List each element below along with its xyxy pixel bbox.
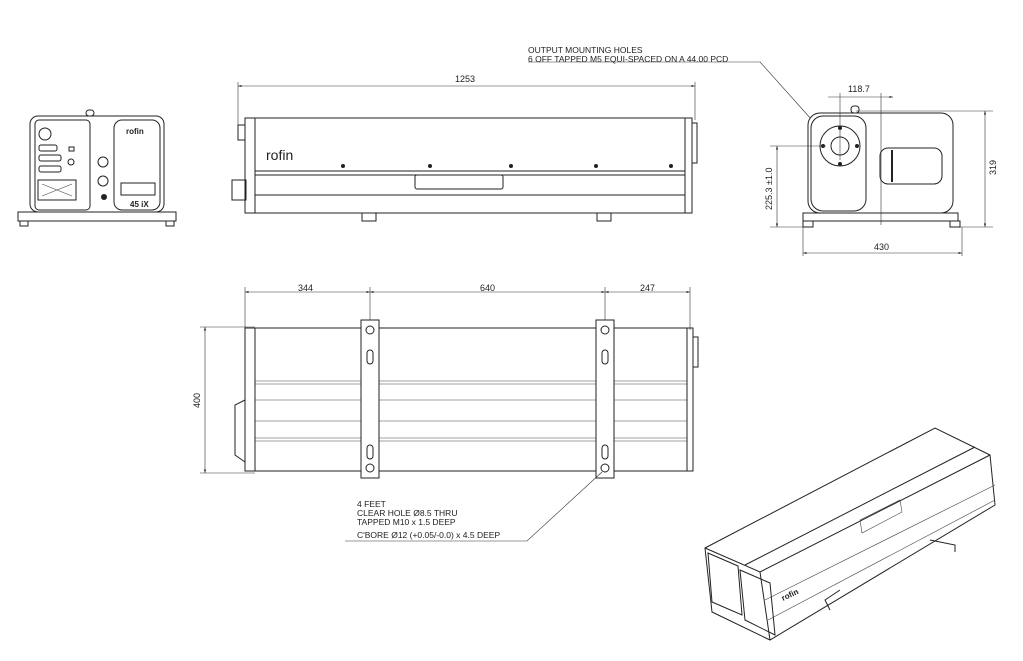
dim-344: 344: [298, 283, 313, 293]
side-brand-logo: rofin: [266, 147, 293, 163]
laser-body: [254, 117, 686, 214]
top-body: [254, 327, 688, 472]
output-note-line1: OUTPUT MOUNTING HOLES: [528, 45, 643, 55]
feet-note-line3: TAPPED M10 x 1.5 DEEP: [357, 517, 456, 527]
mounting-bracket: [360, 319, 380, 479]
dim-247: 247: [640, 283, 655, 293]
housing: [29, 115, 165, 213]
feet-note-line2: CLEAR HOLE Ø8.5 THRU: [357, 508, 457, 518]
connector-panel: [34, 119, 91, 211]
dim-640: 640: [480, 283, 495, 293]
side-view: 1253 rofin: [231, 74, 698, 222]
end-view: OUTPUT MOUNTING HOLES 6 OFF TAPPED M5 EQ…: [528, 45, 998, 256]
brand-logo: rofin: [126, 127, 144, 136]
base-plate: [17, 211, 177, 222]
mounting-bracket: [595, 319, 615, 479]
isometric-view: rofin: [704, 427, 996, 641]
output-note-line2: 6 OFF TAPPED M5 EQUI-SPACED ON A 44.00 P…: [528, 54, 728, 64]
beam-height-dimension: 225.3 ±1.0: [764, 168, 774, 210]
top-view: 344 640 247 400 4 FEET CLEAR HOLE Ø8.5 T…: [192, 283, 699, 542]
width-dimension: 430: [874, 242, 889, 252]
offset-dimension: 118.7: [848, 84, 870, 94]
feet-note-line4: C'BORE Ø12 (+0.05/-0.0) x 4.5 DEEP: [357, 530, 500, 540]
side-panel: [113, 119, 161, 211]
length-dimension: 1253: [455, 74, 475, 84]
height-dimension: 319: [988, 160, 998, 175]
feet-note-line1: 4 FEET: [357, 499, 386, 509]
rear-view: rofin 45 iX: [17, 109, 177, 227]
width-400: 400: [192, 393, 202, 408]
model-badge: 45 iX: [130, 200, 149, 209]
